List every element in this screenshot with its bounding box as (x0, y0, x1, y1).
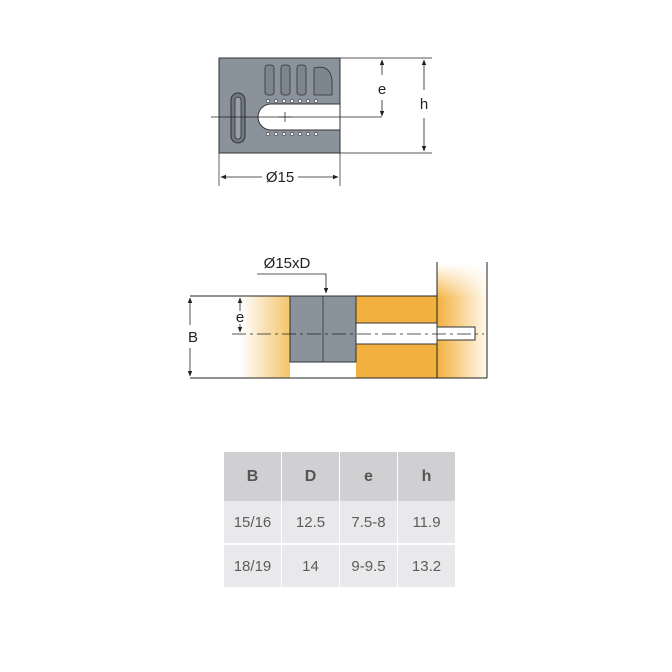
e-label-side: e (236, 309, 244, 326)
side-view: Ø15xD e B (187, 255, 488, 379)
connector-body (218, 57, 341, 154)
top-view: e h Ø15 (211, 57, 432, 186)
bolt (436, 326, 476, 341)
header-d: D (281, 452, 340, 501)
cell-h: 11.9 (397, 501, 455, 545)
wood-panel-vertical (437, 264, 487, 378)
cell-b: 15/16 (224, 501, 282, 545)
bore-label: Ø15xD (264, 255, 311, 272)
cell-d: 14 (281, 544, 340, 587)
table-row: 18/19 14 9-9.5 13.2 (224, 544, 455, 587)
header-b: B (224, 452, 282, 501)
dimension-table: B D e h 15/16 12.5 7.5-8 11.9 18/19 14 9… (224, 452, 455, 587)
header-e: e (339, 452, 398, 501)
cell-e: 7.5-8 (339, 501, 398, 545)
b-label: B (188, 329, 198, 346)
bore-leader (257, 273, 329, 294)
diameter-label: Ø15 (266, 169, 294, 186)
cell-h: 13.2 (397, 544, 455, 587)
cell-b: 18/19 (224, 544, 282, 587)
bolt-hole (355, 322, 438, 345)
header-h: h (397, 452, 455, 501)
cell-d: 12.5 (281, 501, 340, 545)
e-label-top: e (378, 81, 386, 98)
table-row: 15/16 12.5 7.5-8 11.9 (224, 501, 455, 545)
h-label: h (420, 96, 428, 113)
cell-e: 9-9.5 (339, 544, 398, 587)
